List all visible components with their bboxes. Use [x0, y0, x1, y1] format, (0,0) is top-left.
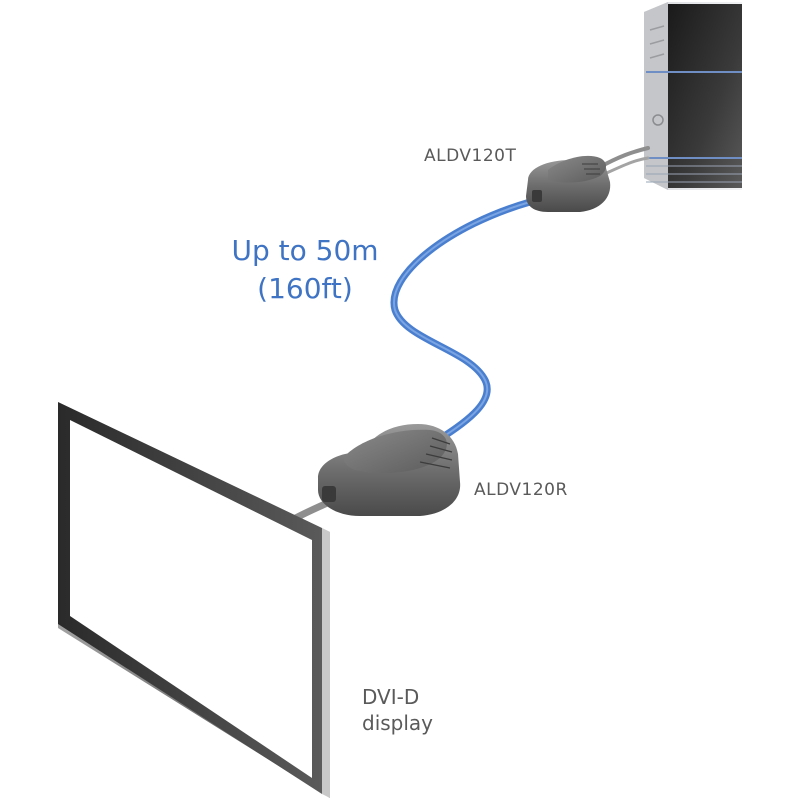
receiver-label: ALDV120R — [474, 480, 568, 500]
transmitter-unit-icon — [526, 155, 611, 212]
cable-distance-label: Up to 50m (160ft) — [210, 232, 400, 308]
receiver-unit-icon — [318, 424, 461, 516]
display-label-line1: DVI-D — [362, 685, 420, 709]
cable-distance-line1: Up to 50m — [231, 234, 379, 267]
cat-cable — [390, 198, 534, 444]
transmitter-label: ALDV120T — [424, 146, 517, 166]
cat-cable-highlight — [392, 201, 531, 441]
cable-distance-line2: (160ft) — [257, 272, 353, 305]
tower-computer-icon — [644, 2, 742, 190]
display-label-line2: display — [362, 711, 434, 735]
display-label: DVI-D display — [362, 684, 433, 736]
flat-panel-display-icon — [58, 402, 330, 798]
